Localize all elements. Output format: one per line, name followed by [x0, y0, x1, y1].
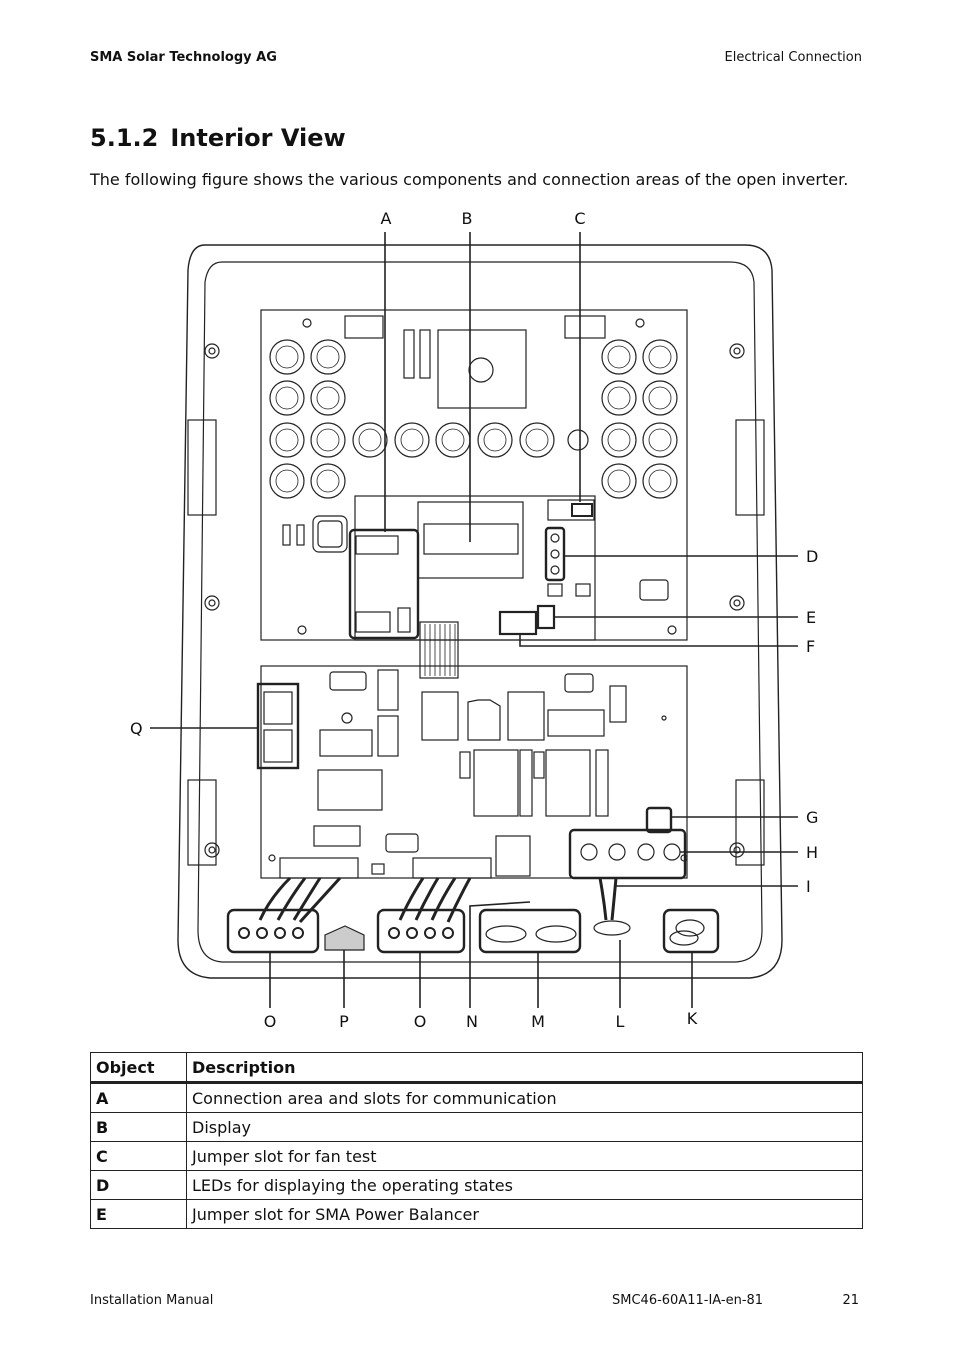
table-row: D LEDs for displaying the operating stat… — [90, 1170, 863, 1200]
callout-o-left: O — [264, 1012, 277, 1031]
callout-n: N — [466, 1012, 478, 1031]
callout-a: A — [381, 209, 392, 228]
description-cell: Display — [186, 1112, 863, 1142]
description-cell: Jumper slot for SMA Power Balancer — [186, 1199, 863, 1229]
callout-h: H — [806, 843, 818, 862]
section-title: Interior View — [170, 124, 346, 152]
description-cell: Jumper slot for fan test — [186, 1141, 863, 1171]
callout-g: G — [806, 808, 818, 827]
callout-f: F — [806, 637, 815, 656]
column-header-object: Object — [90, 1052, 187, 1084]
callout-l: L — [616, 1012, 625, 1031]
callout-k: K — [687, 1009, 698, 1028]
callout-e: E — [806, 608, 816, 627]
callout-o-right: O — [414, 1012, 427, 1031]
object-cell: B — [90, 1112, 187, 1142]
footer-doc-id: SMC46-60A11-IA-en-81 — [612, 1293, 764, 1308]
callout-m: M — [531, 1012, 545, 1031]
page-number: 21 — [842, 1293, 859, 1308]
callout-q: Q — [130, 719, 143, 738]
legend-header-row: Object Description — [90, 1052, 863, 1084]
table-row: E Jumper slot for SMA Power Balancer — [90, 1199, 863, 1229]
header-company: SMA Solar Technology AG — [90, 50, 277, 65]
object-cell: A — [90, 1082, 187, 1113]
callout-i: I — [806, 877, 811, 896]
section-number: 5.1.2 — [90, 124, 159, 152]
table-row: B Display — [90, 1112, 863, 1142]
column-header-description: Description — [186, 1052, 863, 1084]
callout-b: B — [462, 209, 473, 228]
object-cell: D — [90, 1170, 187, 1200]
table-row: A Connection area and slots for communic… — [90, 1082, 863, 1113]
callout-p: P — [339, 1012, 349, 1031]
description-cell: Connection area and slots for communicat… — [186, 1082, 863, 1113]
callout-c: C — [574, 209, 585, 228]
inverter-interior-figure: A B C D E F G H I Q O P O N M L K — [130, 209, 818, 1031]
section-heading: 5.1.2 Interior View — [90, 124, 346, 152]
object-cell: C — [90, 1141, 187, 1171]
legend-table: Object Description A Connection area and… — [90, 1052, 863, 1229]
header-section: Electrical Connection — [724, 50, 862, 65]
table-row: C Jumper slot for fan test — [90, 1141, 863, 1171]
object-cell: E — [90, 1199, 187, 1229]
footer-manual: Installation Manual — [90, 1293, 214, 1308]
intro-paragraph: The following figure shows the various c… — [90, 170, 849, 189]
description-cell: LEDs for displaying the operating states — [186, 1170, 863, 1200]
callout-d: D — [806, 547, 818, 566]
